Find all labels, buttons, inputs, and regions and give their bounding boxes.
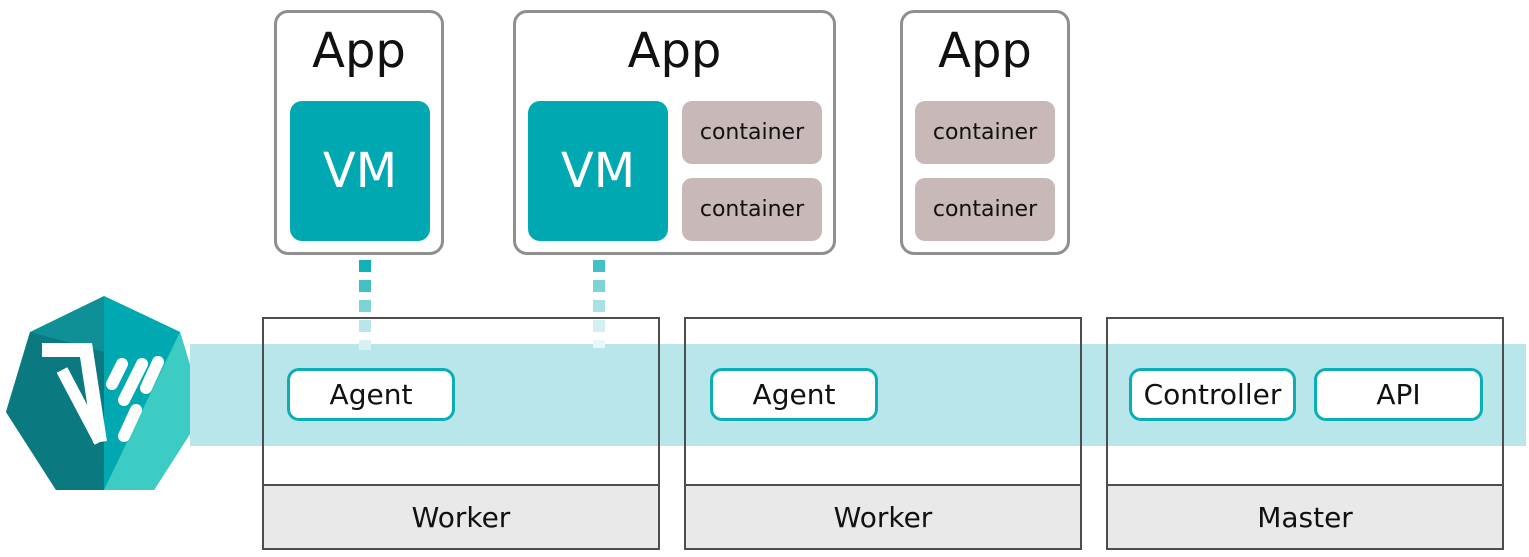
container-block: container — [682, 178, 822, 241]
app-box: App VM container container — [513, 10, 836, 255]
app-title: App — [312, 23, 406, 79]
node-role-label: Worker — [684, 484, 1082, 550]
agent-pill: Agent — [710, 368, 878, 421]
container-block: container — [915, 101, 1055, 164]
app-box: App VM — [274, 10, 444, 255]
controller-pill: Controller — [1129, 368, 1296, 421]
vm-block: VM — [290, 101, 430, 241]
container-block: container — [915, 178, 1055, 241]
node-role-label: Worker — [262, 484, 660, 550]
app-title: App — [627, 23, 722, 79]
agent-pill: Agent — [287, 368, 455, 421]
app-title: App — [938, 23, 1032, 79]
node-role-label: Master — [1106, 484, 1504, 550]
app-box: App container container — [900, 10, 1070, 255]
api-pill: API — [1314, 368, 1483, 421]
container-block: container — [682, 101, 822, 164]
logo-icon — [6, 296, 204, 490]
vm-block: VM — [528, 101, 668, 241]
